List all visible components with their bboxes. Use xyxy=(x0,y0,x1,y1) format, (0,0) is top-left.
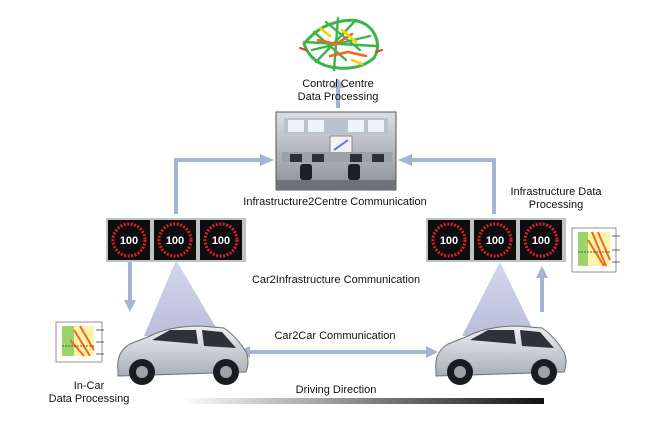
speed-sign xyxy=(108,220,150,260)
car2infrastructure-label: Car2Infrastructure Communication xyxy=(251,274,421,286)
right-sign-beam xyxy=(462,262,536,336)
control-centre-label: Control Centre Data Processing xyxy=(268,78,408,104)
road-network-map xyxy=(299,16,383,72)
speed-sign-value: 100 xyxy=(166,235,184,247)
infrastructure-data-label-line1: Infrastructure Data xyxy=(510,186,602,198)
arrow-right-signs-to-room xyxy=(410,158,496,214)
speed-sign-value: 100 xyxy=(120,235,138,247)
arrow-right-car-to-signs-head xyxy=(536,266,548,278)
control-centre-label-line2: Data Processing xyxy=(297,91,379,103)
control-room-image xyxy=(275,111,397,191)
left-speed-signs xyxy=(106,218,246,262)
right-car xyxy=(435,325,567,385)
arrow-car2car-right-head xyxy=(426,346,438,358)
speed-sign xyxy=(520,220,562,260)
right-speed-signs xyxy=(426,218,566,262)
speed-sign xyxy=(154,220,196,260)
in-car-label: In-Car Data Processing xyxy=(34,380,144,406)
infrastructure-data-label: Infrastructure Data Processing xyxy=(496,186,616,212)
left-sign-beam xyxy=(144,260,221,336)
speed-sign-value: 100 xyxy=(532,235,550,247)
speed-sign xyxy=(474,220,516,260)
arrow-left-signs-to-room-head xyxy=(260,154,274,166)
speed-sign-value: 100 xyxy=(212,235,230,247)
infrastructure2centre-label: Infrastructure2Centre Communication xyxy=(243,196,427,208)
left-car xyxy=(117,325,249,385)
arrow-left-signs-to-room xyxy=(174,158,262,214)
speed-sign-value: 100 xyxy=(486,235,504,247)
in-car-data-plot xyxy=(55,321,104,363)
in-car-label-line2: Data Processing xyxy=(48,393,130,405)
speed-sign-value: 100 xyxy=(440,235,458,247)
driving-direction-label: Driving Direction xyxy=(295,384,377,396)
speed-sign xyxy=(200,220,242,260)
car2car-label: Car2Car Communication xyxy=(274,330,396,342)
speed-sign xyxy=(428,220,470,260)
infrastructure-data-plot xyxy=(571,227,620,273)
in-car-label-line1: In-Car xyxy=(73,380,105,392)
arrow-right-signs-to-room-head xyxy=(398,154,412,166)
infrastructure-data-label-line2: Processing xyxy=(528,199,584,211)
arrow-room-to-centre-head xyxy=(331,78,345,88)
arrow-signs-to-left-car-head xyxy=(124,300,136,312)
control-centre-label-line1: Control Centre xyxy=(302,78,374,90)
driving-direction-bar xyxy=(180,398,544,404)
